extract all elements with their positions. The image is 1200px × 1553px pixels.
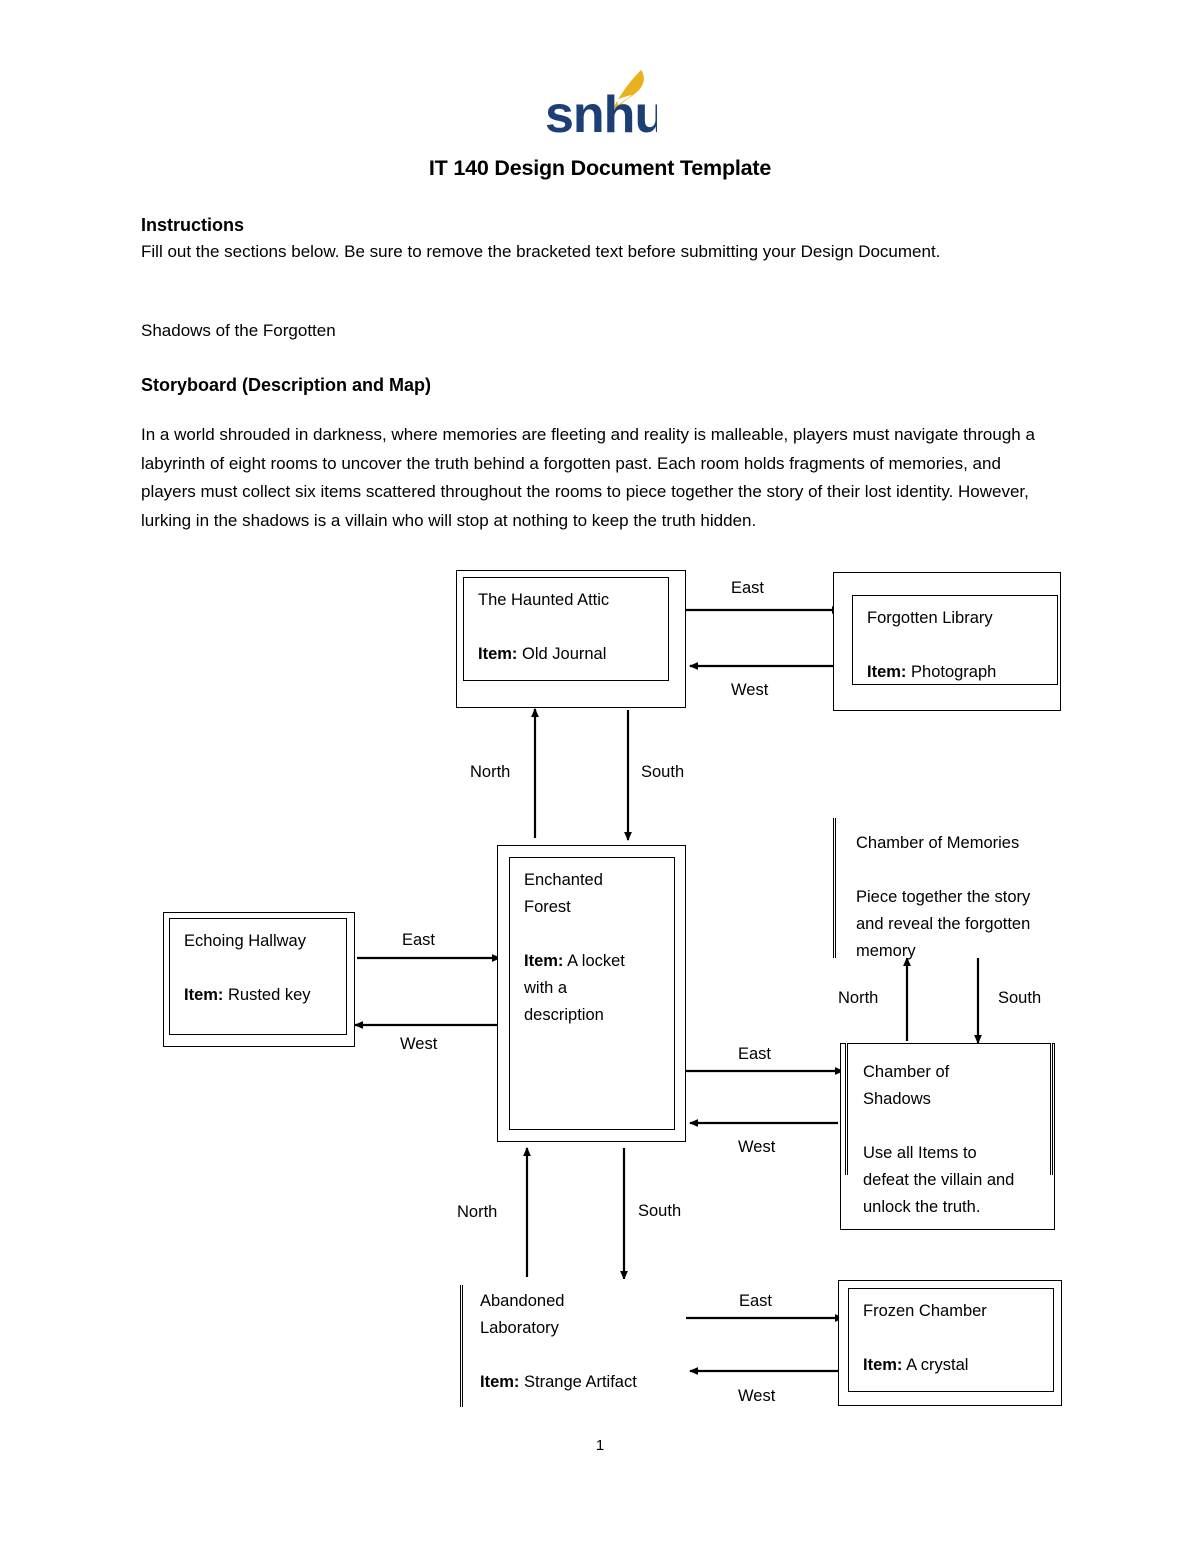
room-name: Frozen Chamber (863, 1302, 987, 1320)
item-value: Piece together the story and reveal the … (856, 888, 1031, 960)
room-chamber-of-memories-edge (833, 818, 836, 958)
item-label: Item: (863, 1356, 903, 1374)
room-echoing-hallway[interactable]: Echoing Hallway Item: Rusted key (163, 912, 355, 1047)
room-name: The Haunted Attic (478, 591, 610, 609)
room-name: Enchanted Forest (524, 871, 603, 916)
snhu-logo: snhu (545, 68, 657, 140)
room-item: Item: A crystal (863, 1352, 1039, 1379)
room-abandoned-laboratory[interactable]: Abandoned Laboratory Item: Strange Artif… (466, 1279, 686, 1407)
room-item: Item: Rusted key (184, 982, 332, 1009)
room-haunted-attic[interactable]: The Haunted Attic Item: Old Journal (456, 570, 686, 708)
edge-label-shadows-to-memories: North (838, 989, 879, 1007)
item-label: Item: (478, 645, 518, 663)
room-chamber-of-memories[interactable]: Chamber of Memories Piece together the s… (840, 818, 1088, 960)
edge-label-hallway-to-forest: East (402, 931, 436, 949)
edge-label-lab-to-frozen: East (739, 1292, 773, 1310)
item-label: Item: (867, 663, 907, 681)
item-value: A locket with a description (524, 952, 625, 1024)
edge-label-forest-to-lab: South (638, 1202, 682, 1220)
edge-label-forest-to-attic: North (470, 763, 511, 781)
room-name: Chamber of Shadows (863, 1063, 950, 1108)
edge-label-forest-to-hallway: West (400, 1035, 438, 1053)
edge-label-shadows-to-forest: West (738, 1138, 776, 1156)
room-abandoned-laboratory-edge (460, 1285, 463, 1407)
room-chamber-of-shadows-edge-right (1050, 1043, 1053, 1175)
item-value: Photograph (906, 663, 997, 681)
item-value: Rusted key (223, 986, 311, 1004)
room-item: Item: Photograph (867, 659, 1043, 686)
item-value: Strange Artifact (519, 1373, 637, 1391)
room-enchanted-forest[interactable]: Enchanted Forest Item: A locket with a d… (497, 845, 686, 1142)
page-number: 1 (595, 1437, 605, 1454)
svg-text:snhu: snhu (545, 86, 657, 140)
storyboard-description: In a world shrouded in darkness, where m… (141, 425, 1035, 530)
room-item: Piece together the story and reveal the … (856, 884, 1072, 965)
item-label: Item: (480, 1373, 520, 1391)
item-label: Item: (184, 986, 224, 1004)
room-chamber-of-shadows-edge-left (845, 1043, 848, 1175)
room-item: Use all Items to defeat the villain and … (863, 1140, 1039, 1221)
game-title: Shadows of the Forgotten (141, 321, 336, 340)
room-frozen-chamber[interactable]: Frozen Chamber Item: A crystal (838, 1280, 1062, 1406)
room-name: Chamber of Memories (856, 834, 1020, 852)
room-name: Forgotten Library (867, 609, 993, 627)
room-name: Echoing Hallway (184, 932, 306, 950)
room-item: Item: Strange Artifact (480, 1369, 672, 1396)
edge-label-frozen-to-lab: West (738, 1387, 776, 1405)
instructions-text: Fill out the sections below. Be sure to … (141, 242, 941, 261)
room-chamber-of-shadows[interactable]: Chamber of Shadows Use all Items to defe… (840, 1043, 1055, 1230)
storyboard-heading: Storyboard (Description and Map) (141, 375, 432, 395)
room-item: Item: A locket with a description (524, 948, 660, 1029)
edge-label-memories-to-shadows: South (998, 989, 1042, 1007)
edge-label-attic-to-library: East (731, 579, 765, 597)
room-forgotten-library[interactable]: Forgotten Library Item: Photograph (833, 572, 1061, 711)
edge-label-library-to-attic: West (731, 681, 769, 699)
room-item: Item: Old Journal (478, 641, 654, 668)
item-label: Item: (524, 952, 564, 970)
edge-label-lab-to-forest: North (457, 1203, 498, 1221)
item-value: Use all Items to defeat the villain and … (863, 1144, 1015, 1216)
item-value: Old Journal (517, 645, 607, 663)
instructions-heading: Instructions (141, 215, 245, 235)
room-name: Abandoned Laboratory (480, 1292, 565, 1337)
item-value: A crystal (902, 1356, 969, 1374)
edge-label-attic-to-forest: South (641, 763, 685, 781)
page-title: IT 140 Design Document Template (428, 156, 772, 180)
edge-label-forest-to-shadows: East (738, 1045, 772, 1063)
